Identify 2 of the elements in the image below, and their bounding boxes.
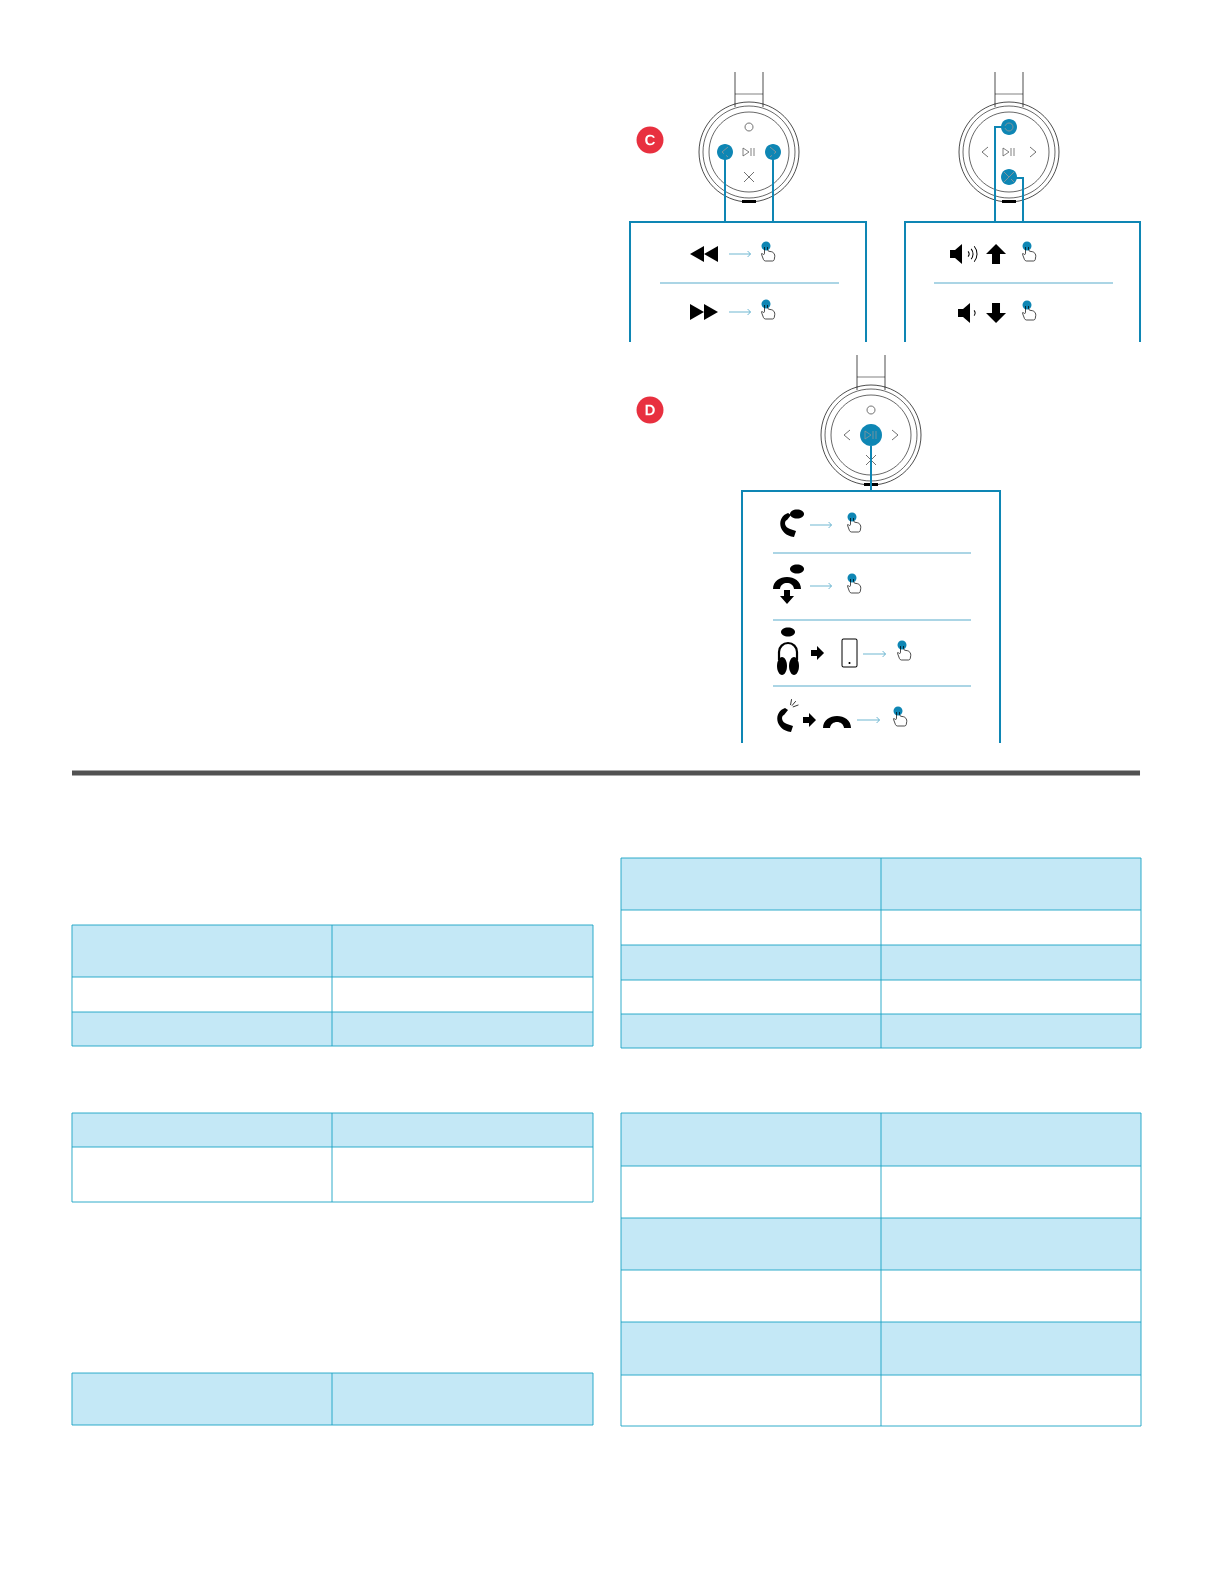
section-badge: C xyxy=(636,126,664,154)
section-badge: D xyxy=(636,396,664,424)
